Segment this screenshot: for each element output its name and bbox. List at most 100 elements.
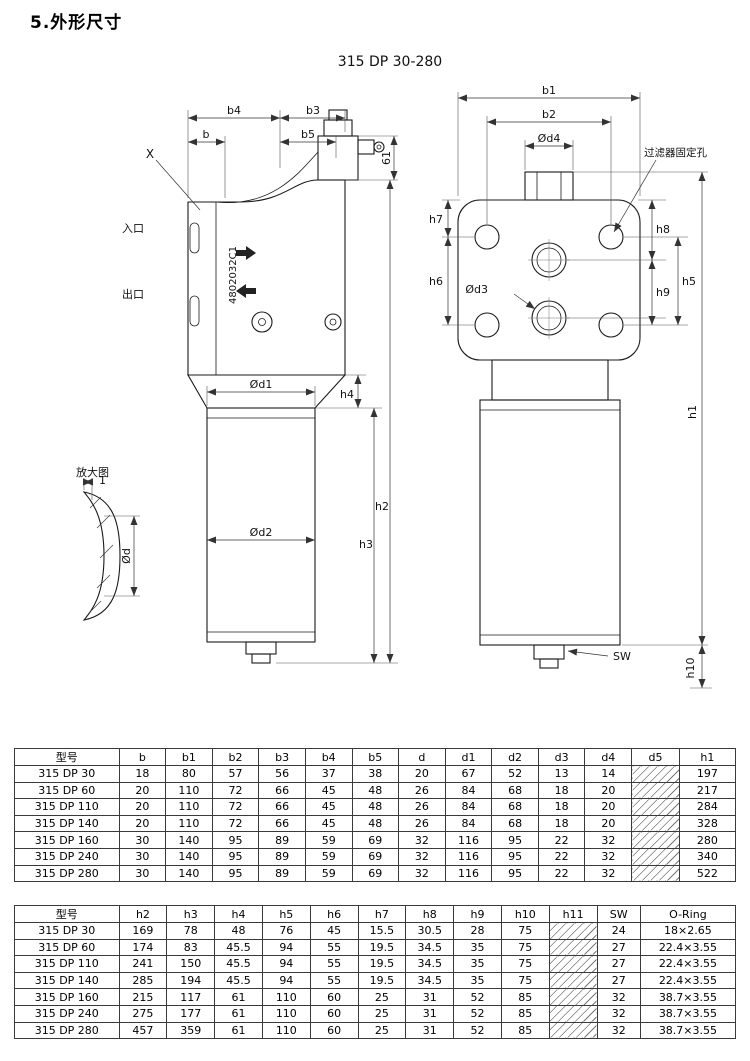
column-header: h5	[261, 905, 311, 923]
value-cell: 61	[214, 1004, 263, 1023]
column-header: h7	[357, 905, 407, 923]
value-cell: 84	[444, 814, 493, 833]
column-header: b1	[165, 748, 213, 766]
value-cell: 110	[261, 1004, 311, 1023]
dim-label-b1: b1	[542, 84, 556, 97]
value-cell: 359	[166, 1021, 216, 1040]
value-cell: 89	[258, 847, 306, 866]
serial-number: 4802032C1	[228, 246, 239, 304]
column-header: O-Ring	[639, 905, 737, 923]
detail-dimension-lines	[83, 478, 138, 596]
value-cell: 328	[678, 814, 737, 833]
value-cell	[631, 864, 680, 883]
value-cell: 197	[678, 765, 737, 783]
column-header: h11	[548, 905, 598, 923]
value-cell: 85	[500, 1021, 550, 1040]
value-cell: 116	[444, 864, 493, 883]
dim-label-b4: b4	[227, 104, 241, 117]
value-cell: 45	[309, 922, 359, 940]
model-cell: 315 DP 140	[14, 971, 120, 990]
value-cell: 84	[444, 781, 493, 800]
dim-label-61: 61	[380, 151, 393, 165]
filter-head-side-outline	[187, 151, 346, 376]
value-cell: 95	[491, 864, 539, 883]
value-cell: 45	[304, 781, 353, 800]
value-cell: 32	[596, 1004, 641, 1023]
value-cell: 85	[500, 988, 550, 1006]
value-cell: 80	[165, 765, 213, 783]
value-cell: 89	[258, 864, 306, 883]
value-cell: 45	[304, 798, 353, 816]
right-view-dimension-lines	[444, 94, 706, 688]
value-cell: 26	[398, 814, 446, 833]
column-header: SW	[596, 905, 641, 923]
enlarged-view-label: 放大图	[76, 465, 109, 479]
value-cell: 20	[398, 765, 446, 783]
value-cell: 60	[309, 988, 359, 1006]
value-cell: 22.4×3.55	[639, 955, 737, 973]
value-cell: 26	[398, 798, 446, 816]
value-cell: 55	[309, 938, 359, 957]
value-cell	[548, 1021, 598, 1040]
column-header: b5	[351, 748, 400, 766]
inlet-label: 入口	[122, 222, 144, 235]
value-cell: 67	[444, 765, 493, 783]
value-cell	[548, 955, 598, 973]
value-cell: 72	[211, 781, 260, 800]
value-cell: 116	[444, 831, 493, 849]
value-cell: 31	[405, 988, 455, 1006]
value-cell: 20	[584, 814, 633, 833]
value-cell	[631, 847, 680, 866]
value-cell: 45.5	[214, 938, 263, 957]
value-cell: 52	[453, 1021, 502, 1040]
value-cell: 35	[453, 938, 502, 957]
value-cell: 72	[211, 798, 260, 816]
value-cell	[631, 765, 680, 783]
column-header: d2	[491, 748, 539, 766]
dim-label-h6: h6	[429, 275, 443, 288]
value-cell: 57	[211, 765, 260, 783]
column-header: b2	[211, 748, 260, 766]
value-cell: 25	[357, 1004, 407, 1023]
column-header: h9	[453, 905, 502, 923]
value-cell: 48	[214, 922, 263, 940]
value-cell: 174	[118, 938, 168, 957]
value-cell: 45.5	[214, 955, 263, 973]
value-cell: 61	[214, 988, 263, 1006]
value-cell: 140	[165, 831, 213, 849]
value-cell	[631, 814, 680, 833]
value-cell: 285	[118, 971, 168, 990]
left-view: b4 b3 b b5 61 X 入口 出口 4802032C1 Ød1 Ød2 …	[122, 104, 398, 664]
column-header: h10	[500, 905, 550, 923]
value-cell: 26	[398, 781, 446, 800]
value-cell: 28	[453, 922, 502, 940]
right-view-extension-lines	[442, 92, 712, 689]
value-cell: 52	[453, 1004, 502, 1023]
sw-label: SW	[613, 650, 631, 663]
dim-label-h5: h5	[682, 275, 696, 288]
value-cell: 59	[304, 847, 353, 866]
outlet-flow-arrow	[236, 284, 256, 298]
value-cell: 110	[261, 1021, 311, 1040]
value-cell: 22.4×3.55	[639, 971, 737, 990]
column-header: h8	[405, 905, 455, 923]
value-cell: 32	[398, 847, 446, 866]
dim-label-b5: b5	[301, 128, 315, 141]
value-cell: 95	[211, 864, 260, 883]
value-cell: 169	[118, 922, 168, 940]
value-cell: 31	[405, 1021, 455, 1040]
value-cell: 194	[166, 971, 216, 990]
column-header: h1	[678, 748, 737, 766]
value-cell: 95	[491, 831, 539, 849]
inlet-flow-arrow	[236, 246, 256, 260]
value-cell: 32	[398, 831, 446, 849]
value-cell: 75	[500, 955, 550, 973]
column-header: b3	[258, 748, 306, 766]
value-cell: 32	[398, 864, 446, 883]
